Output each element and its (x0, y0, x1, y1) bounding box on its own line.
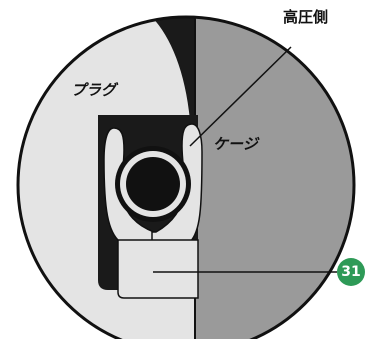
plug-label: プラグ (71, 81, 117, 99)
circle-outline (16, 15, 356, 344)
high-pressure-side-label: 高圧側 (283, 8, 329, 26)
high-pressure-leader (189, 46, 292, 147)
dark-body-strip (150, 17, 205, 339)
cage-area (195, 17, 354, 344)
cage-label: ケージ (213, 135, 258, 153)
callout-badge: 31 (337, 258, 365, 286)
plug-stem (117, 239, 199, 299)
port-hole (126, 157, 180, 211)
